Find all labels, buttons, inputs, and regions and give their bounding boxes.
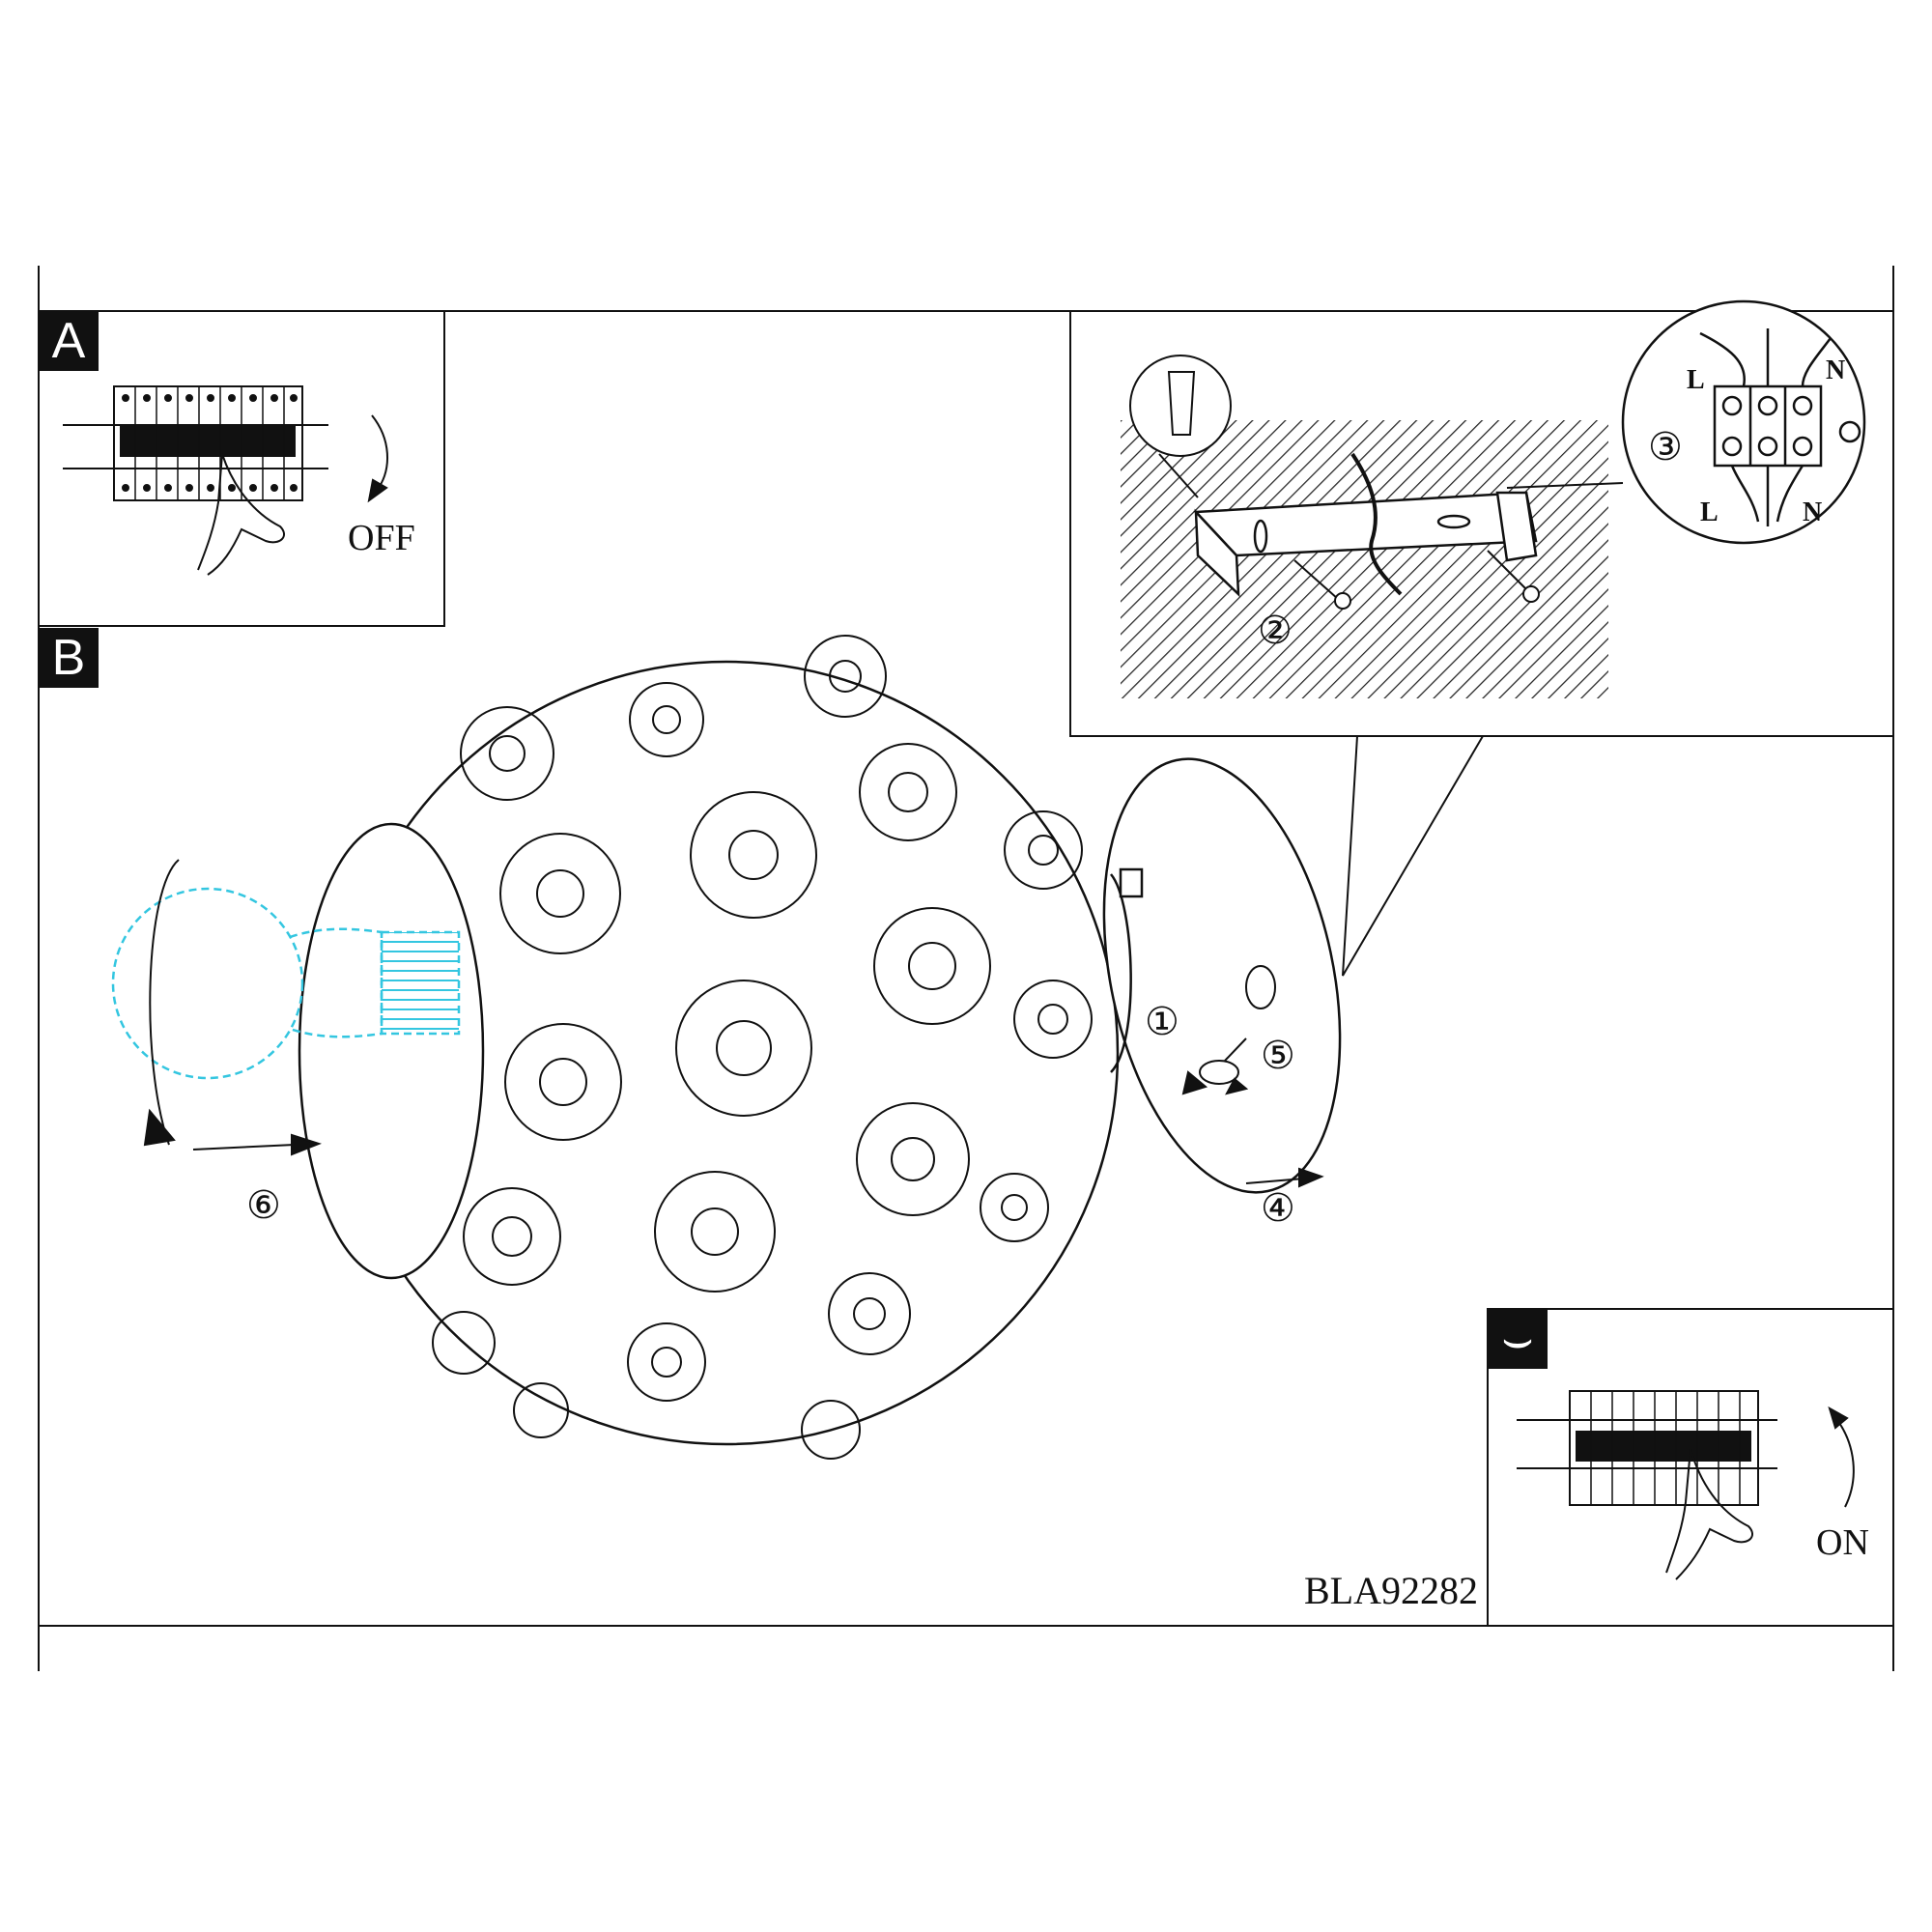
step-3: ③	[1648, 425, 1683, 469]
wire-label-bottom-right: N	[1803, 497, 1823, 527]
hand-a	[197, 453, 285, 576]
on-arrow	[1828, 1406, 1855, 1508]
breaker-strip-c	[1517, 1390, 1777, 1506]
panel-b-tag: B	[39, 628, 99, 688]
screws	[1293, 550, 1540, 610]
panel-c-tag: ⌣	[1488, 1309, 1548, 1369]
callout-pointer	[1342, 735, 1484, 977]
off-arrow	[367, 414, 388, 503]
supply-cable	[1350, 452, 1403, 596]
wall-plug-detail	[1129, 355, 1232, 498]
step-6: ⑥	[246, 1183, 281, 1228]
off-label: OFF	[348, 518, 415, 558]
step-5: ⑤	[1261, 1034, 1295, 1078]
wall-canopy	[1102, 757, 1342, 1194]
panel-c-box	[1487, 1308, 1894, 1627]
on-label: ON	[1816, 1522, 1869, 1563]
light-bulb	[111, 887, 461, 1080]
wire-label-top-left: L	[1687, 365, 1705, 395]
breaker-strip-a	[63, 385, 328, 501]
hatched-wall	[1121, 420, 1608, 698]
step-2: ②	[1258, 609, 1293, 653]
step-1: ①	[1145, 1000, 1179, 1044]
globe-flower-pattern	[432, 635, 1093, 1460]
wire-label-bottom-left: L	[1700, 497, 1719, 527]
wire-label-top-right: N	[1826, 355, 1846, 385]
panel-a-tag: A	[39, 311, 99, 371]
canopy-screw	[1199, 965, 1276, 1085]
hand-c	[1665, 1448, 1753, 1580]
mounting-bracket	[1193, 491, 1538, 598]
model-code: BLA92282	[1304, 1569, 1478, 1612]
bulb-rotation-arrow	[143, 859, 180, 1147]
step-4: ④	[1261, 1186, 1295, 1231]
canopy-arrows	[1181, 1070, 1324, 1188]
terminal-block-detail	[1506, 299, 1866, 545]
globe-shade	[298, 660, 1120, 1446]
panel-a-box	[38, 310, 445, 627]
bulb-insert-arrow	[192, 1133, 322, 1156]
